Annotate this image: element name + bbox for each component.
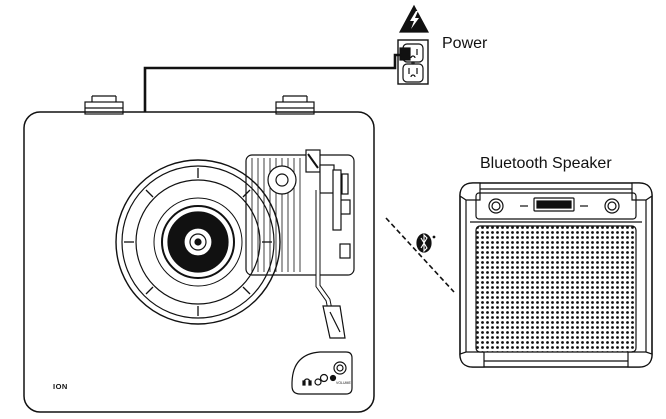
headshell — [322, 305, 346, 339]
front-panel: VOLUME — [291, 351, 353, 395]
bluetooth-speaker — [459, 182, 653, 368]
volume-label: VOLUME — [336, 381, 351, 385]
speaker-grille — [475, 225, 637, 353]
turntable: VOLUME ION — [23, 95, 375, 413]
tonearm-base-slats — [251, 158, 301, 272]
power-label: Power — [442, 35, 488, 52]
platter — [115, 159, 281, 325]
brand-logo: ION — [53, 382, 68, 391]
power-outlet-icon — [397, 39, 429, 85]
bluetooth-link — [385, 217, 455, 293]
hinge-right — [275, 95, 315, 115]
power-cable — [143, 53, 402, 112]
turntable-case — [23, 111, 375, 413]
bluetooth-speaker-label: Bluetooth Speaker — [480, 155, 612, 172]
high-voltage-warning-icon — [398, 4, 430, 33]
hinge-left — [84, 95, 124, 115]
